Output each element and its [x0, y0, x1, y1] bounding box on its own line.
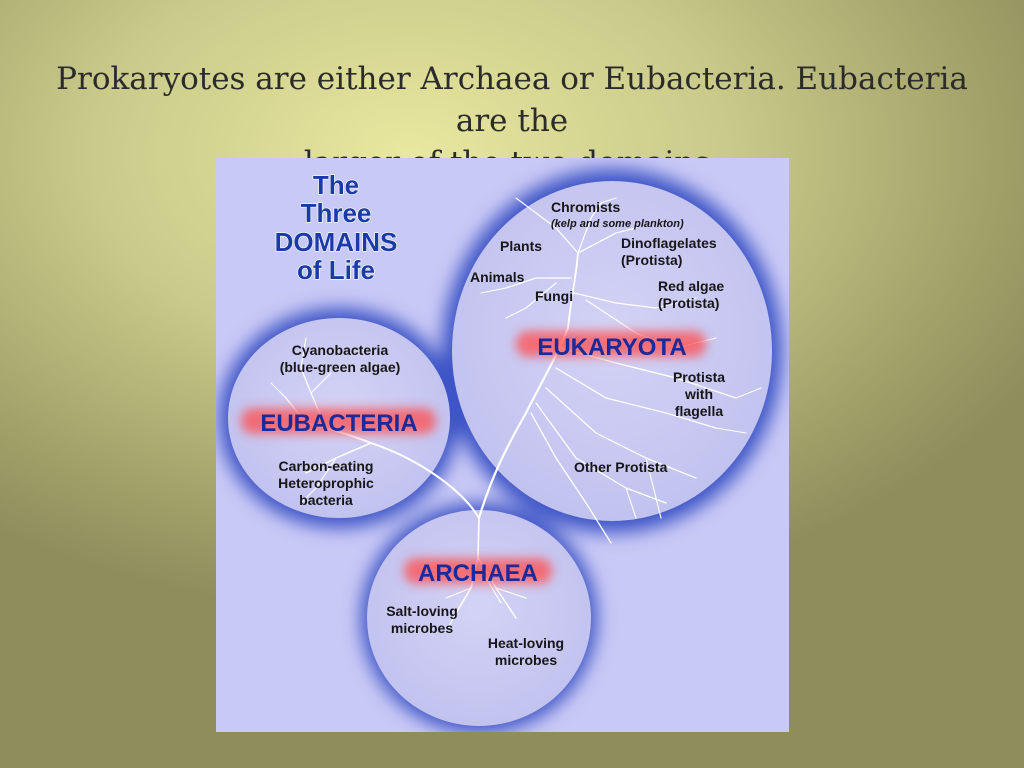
- slide-title-line-1: Prokaryotes are either Archaea or Eubact…: [56, 61, 968, 139]
- animals-label: Animals: [470, 269, 525, 285]
- carbon-eating-line-2: Heteroprophic: [278, 475, 374, 491]
- heat-loving-line-2: microbes: [495, 652, 557, 668]
- protista-flagella-line-3: flagella: [675, 403, 723, 419]
- red-algae-note: (Protista): [658, 295, 719, 311]
- domain-label-glows: [241, 331, 706, 584]
- salt-loving-line-2: microbes: [391, 620, 453, 636]
- cyanobacteria-note: (blue-green algae): [280, 359, 401, 375]
- heading-line-2: Three: [301, 198, 372, 228]
- heading-line-4: of Life: [297, 255, 375, 285]
- eukaryota-groups: Chromists (kelp and some plankton) Plant…: [470, 199, 725, 475]
- diagram-canvas: The Three DOMAINS of Life EUKARYOTA EUBA…: [216, 158, 789, 732]
- fungi-label: Fungi: [535, 288, 573, 304]
- eukaryota-label: EUKARYOTA: [537, 334, 686, 361]
- red-algae-label: Red algae: [658, 278, 724, 294]
- archaea-label: ARCHAEA: [418, 560, 538, 587]
- dinoflagelates-label: Dinoflagelates: [621, 235, 717, 251]
- heat-loving-line-1: Heat-loving: [488, 635, 564, 651]
- carbon-eating-line-1: Carbon-eating: [279, 458, 374, 474]
- protista-flagella-line-1: Protista: [673, 369, 725, 385]
- archaea-groups: Salt-loving microbes Heat-loving microbe…: [386, 603, 564, 668]
- cyanobacteria-label: Cyanobacteria: [292, 342, 389, 358]
- heading-line-3: DOMAINS: [275, 227, 398, 257]
- plants-label: Plants: [500, 238, 542, 254]
- other-protista-label: Other Protista: [574, 459, 668, 475]
- carbon-eating-line-3: bacteria: [299, 492, 353, 508]
- chromists-note: (kelp and some plankton): [551, 218, 684, 230]
- three-domains-diagram: The Three DOMAINS of Life EUKARYOTA EUBA…: [216, 158, 789, 732]
- dinoflagelates-note: (Protista): [621, 252, 682, 268]
- chromists-label: Chromists: [551, 199, 620, 215]
- diagram-heading: The Three DOMAINS of Life: [274, 169, 398, 285]
- heading-line-1: The: [313, 170, 359, 200]
- eubacteria-label: EUBACTERIA: [260, 410, 417, 437]
- protista-flagella-line-2: with: [684, 386, 713, 402]
- eubacteria-groups: Cyanobacteria (blue-green algae) Carbon-…: [278, 342, 400, 508]
- salt-loving-line-1: Salt-loving: [386, 603, 458, 619]
